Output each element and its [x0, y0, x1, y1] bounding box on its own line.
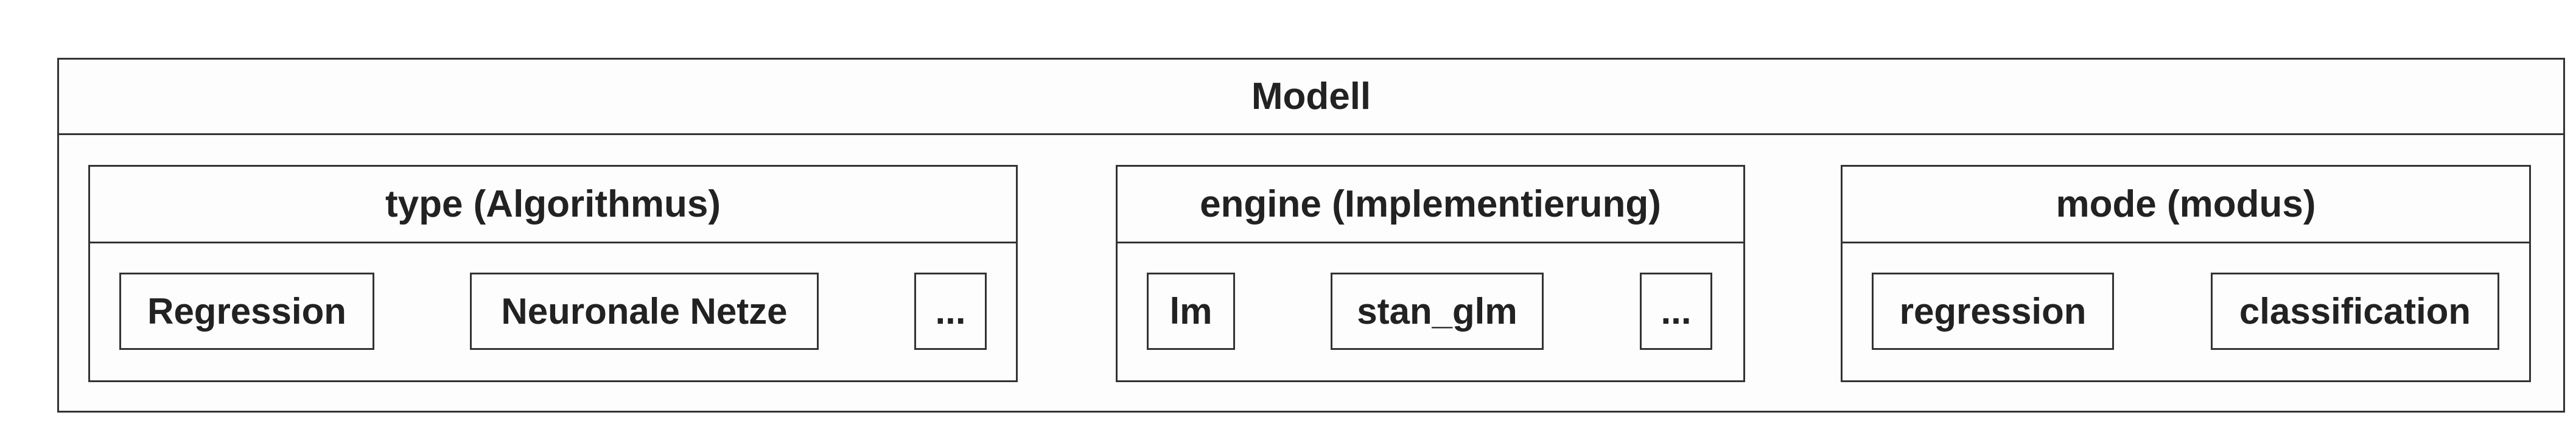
engine-item-stan-glm: stan_glm: [1331, 273, 1544, 350]
engine-item-lm: lm: [1147, 273, 1235, 350]
engine-group-title: engine (Implementierung): [1200, 183, 1661, 225]
type-item-label: Regression: [147, 291, 346, 332]
type-item-neuronale-netze: Neuronale Netze: [470, 273, 819, 350]
modell-title: Modell: [1251, 75, 1371, 117]
type-item-label: Neuronale Netze: [501, 291, 788, 332]
mode-item-label: classification: [2239, 291, 2471, 332]
type-group-header: type (Algorithmus): [90, 167, 1016, 243]
type-item-label: ...: [935, 291, 966, 332]
mode-item-label: regression: [1899, 291, 2087, 332]
engine-item-label: stan_glm: [1357, 291, 1517, 332]
modell-header: Modell: [59, 60, 2563, 135]
mode-item-regression: regression: [1872, 273, 2114, 350]
type-group-title: type (Algorithmus): [385, 183, 721, 225]
type-item-regression: Regression: [119, 273, 374, 350]
mode-item-classification: classification: [2211, 273, 2499, 350]
mode-group-title: mode (modus): [2056, 183, 2316, 225]
engine-item-label: lm: [1169, 291, 1213, 332]
mode-group-header: mode (modus): [1843, 167, 2529, 243]
engine-item-more: ...: [1640, 273, 1712, 350]
type-item-more: ...: [914, 273, 987, 350]
engine-item-label: ...: [1661, 291, 1692, 332]
engine-group-header: engine (Implementierung): [1118, 167, 1743, 243]
